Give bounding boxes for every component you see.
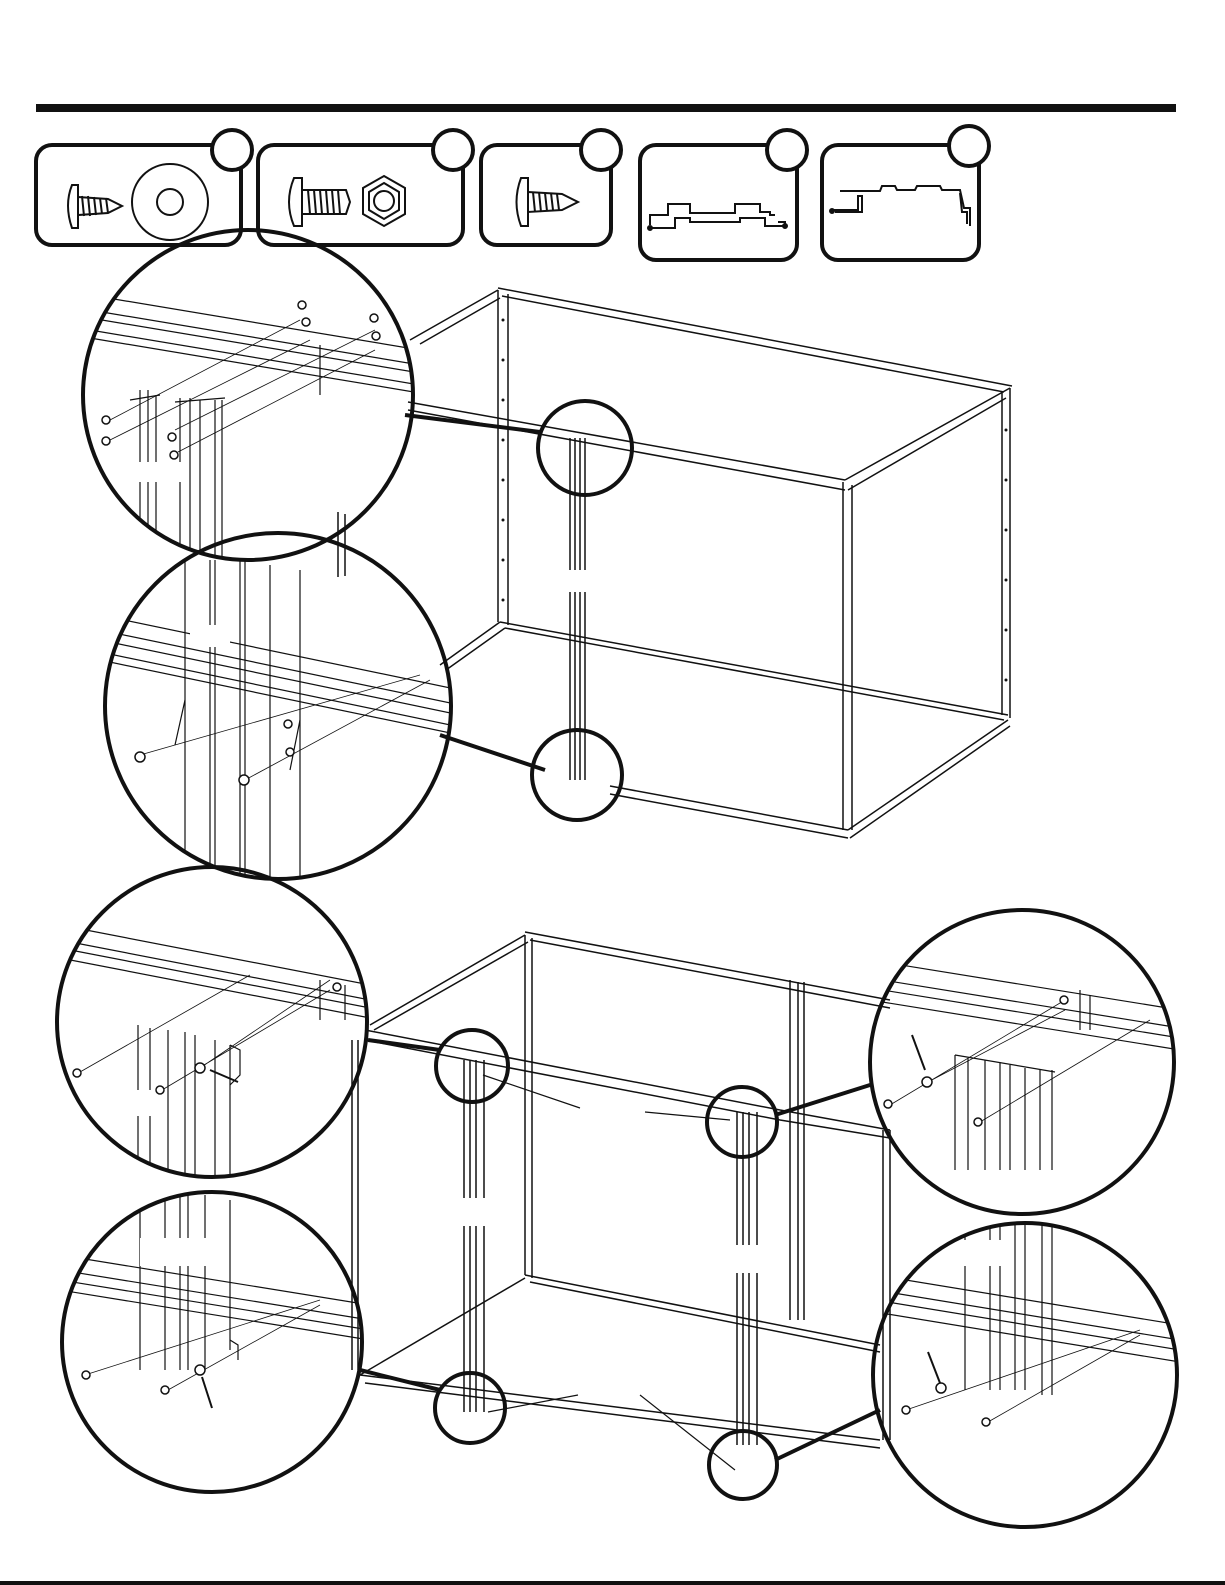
part-box-screw bbox=[481, 130, 621, 245]
part-box-step-profile bbox=[822, 126, 989, 260]
part-badge-4 bbox=[767, 130, 807, 170]
step-2-detail-top-right bbox=[870, 910, 1180, 1214]
part-box-channel-profile bbox=[640, 130, 807, 260]
bolt-nut-icon bbox=[289, 176, 405, 226]
profile-step-icon bbox=[830, 186, 970, 226]
step-2-detail-bottom-right bbox=[873, 1223, 1180, 1527]
screw-icon bbox=[517, 178, 579, 226]
washer-screw-icon bbox=[68, 164, 208, 240]
parts-row bbox=[36, 126, 989, 260]
part-badge-5 bbox=[949, 126, 989, 166]
profile-channel-icon bbox=[648, 204, 787, 230]
part-box-washer-screw bbox=[36, 130, 252, 245]
step-1-highlight-bottom bbox=[532, 730, 622, 820]
door-post-left bbox=[460, 1060, 490, 1412]
step-2-highlight-top-right bbox=[707, 1087, 777, 1157]
door-post-right bbox=[732, 1112, 762, 1445]
step-2-detail-top-left bbox=[57, 867, 370, 1180]
step-1-detail-bottom bbox=[100, 533, 460, 880]
part-badge-3 bbox=[581, 130, 621, 170]
part-badge-2 bbox=[433, 130, 473, 170]
part-box-bolt-nut bbox=[258, 130, 473, 245]
part-badge-1 bbox=[212, 130, 252, 170]
detail-fasteners bbox=[102, 301, 380, 459]
rivet-dots bbox=[502, 319, 1008, 682]
step-2-frame bbox=[352, 932, 890, 1499]
step-2-detail-bottom-left bbox=[60, 1192, 370, 1492]
footer-rule bbox=[0, 1581, 1225, 1585]
header-rule bbox=[36, 104, 1176, 112]
step-1-frame bbox=[338, 288, 1012, 838]
step-1-detail-top bbox=[83, 230, 420, 560]
